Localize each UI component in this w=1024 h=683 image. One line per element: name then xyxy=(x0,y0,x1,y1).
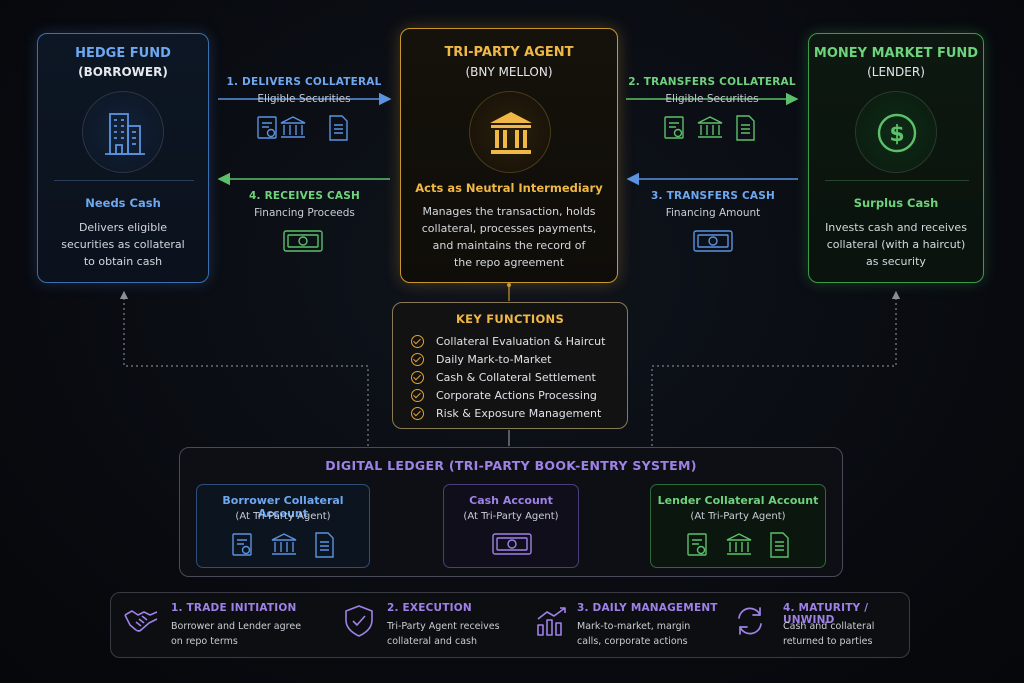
flow-2-label: 2. TRANSFERS COLLATERAL xyxy=(628,76,796,88)
key-function-item: Collateral Evaluation & Haircut xyxy=(411,333,605,349)
mmf-icon-circle: $ xyxy=(855,91,937,173)
tri-party-name: (BNY MELLON) xyxy=(465,65,553,79)
cash-account-icon xyxy=(491,531,533,561)
step-1-title: 1. TRADE INITIATION xyxy=(171,602,297,614)
borrower-account-sub: (At Tri-Party Agent) xyxy=(235,511,331,522)
lender-account-title: Lender Collateral Account xyxy=(657,494,819,507)
key-functions-title: KEY FUNCTIONS xyxy=(455,312,565,326)
certificate-icon xyxy=(687,533,707,556)
step-2-title: 2. EXECUTION xyxy=(387,602,472,614)
hedge-fund-icon-circle xyxy=(82,91,164,173)
bank-small-icon xyxy=(280,116,306,138)
bank-small-icon xyxy=(726,533,752,555)
tri-party-icon-circle xyxy=(469,91,551,173)
cash-account-sub: (At Tri-Party Agent) xyxy=(463,511,559,522)
mmf-need: Surplus Cash xyxy=(853,196,939,210)
check-icon xyxy=(411,370,424,384)
shield-icon xyxy=(343,604,375,642)
borrower-account-icons xyxy=(231,531,339,563)
chart-icon xyxy=(535,605,569,641)
cash-account: Cash Account (At Tri-Party Agent) xyxy=(443,484,579,568)
mmf-desc: Invests cash and receives collateral (wi… xyxy=(825,221,967,268)
dollar-icon: $ xyxy=(877,113,917,153)
key-functions-panel: KEY FUNCTIONS Collateral Evaluation & Ha… xyxy=(392,302,628,429)
borrower-account-title: Borrower Collateral Account xyxy=(222,494,344,520)
cash-icon-green xyxy=(282,228,324,258)
check-icon xyxy=(411,334,424,348)
step-4-title: 4. MATURITY / UNWIND xyxy=(783,602,869,626)
flow-2-icons xyxy=(663,114,759,146)
key-function-item: Risk & Exposure Management xyxy=(411,405,601,421)
dotted-link-lender xyxy=(651,290,901,446)
check-icon xyxy=(411,352,424,366)
step-3-title: 3. DAILY MANAGEMENT xyxy=(577,602,718,614)
hedge-fund-need: Needs Cash xyxy=(85,196,161,210)
bank-small-icon xyxy=(697,116,723,138)
tri-party-role: Acts as Neutral Intermediary xyxy=(415,181,603,195)
certificate-icon xyxy=(257,116,277,139)
digital-ledger-panel: DIGITAL LEDGER (TRI-PARTY BOOK-ENTRY SYS… xyxy=(179,447,843,577)
hedge-fund-title: HEDGE FUND xyxy=(75,46,171,61)
flow-1-label: 1. DELIVERS COLLATERAL xyxy=(226,76,382,88)
document-icon xyxy=(770,532,789,558)
tri-party-panel: TRI-PARTY AGENT (BNY MELLON) Acts as Neu… xyxy=(400,28,618,283)
lender-account-icons xyxy=(686,531,794,563)
key-function-item: Cash & Collateral Settlement xyxy=(411,369,596,385)
cash-account-title: Cash Account xyxy=(469,494,553,507)
flow-4-label: 4. RECEIVES CASH xyxy=(249,190,360,202)
flow-4-sub: Financing Proceeds xyxy=(254,207,355,219)
flow-3-label: 3. TRANSFERS CASH xyxy=(651,190,775,202)
tri-party-desc: Manages the transaction, holds collatera… xyxy=(421,205,597,269)
cash-icon-blue xyxy=(692,228,734,258)
hedge-fund-panel: HEDGE FUND (BORROWER) Needs Cash Deliver… xyxy=(37,33,209,283)
lender-collateral-account: Lender Collateral Account (At Tri-Party … xyxy=(650,484,826,568)
ledger-title: DIGITAL LEDGER (TRI-PARTY BOOK-ENTRY SYS… xyxy=(325,458,697,473)
key-function-item: Corporate Actions Processing xyxy=(411,387,597,403)
bank-icon xyxy=(490,112,532,154)
mmf-title: MONEY MARKET FUND xyxy=(813,46,979,61)
refresh-icon xyxy=(733,605,767,641)
certificate-icon xyxy=(664,116,684,139)
handshake-icon xyxy=(123,605,159,641)
lender-account-sub: (At Tri-Party Agent) xyxy=(690,511,786,522)
check-icon xyxy=(411,388,424,402)
money-market-fund-panel: MONEY MARKET FUND (LENDER) $ Surplus Cas… xyxy=(808,33,984,283)
bank-small-icon xyxy=(271,533,297,555)
flow-2-sub: Eligible Securities xyxy=(665,93,759,105)
tri-party-title: TRI-PARTY AGENT xyxy=(444,45,574,60)
building-icon xyxy=(105,113,145,155)
svg-text:$: $ xyxy=(889,122,904,147)
process-steps-panel: 1. TRADE INITIATION Borrower and Lender … xyxy=(110,592,910,658)
check-icon xyxy=(411,406,424,420)
document-icon xyxy=(315,532,334,558)
document-icon xyxy=(736,115,755,141)
hedge-fund-desc: Delivers eligible securities as collater… xyxy=(61,221,185,268)
certificate-icon xyxy=(232,533,252,556)
key-function-item: Daily Mark-to-Market xyxy=(411,351,551,367)
borrower-collateral-account: Borrower Collateral Account (At Tri-Part… xyxy=(196,484,370,568)
flow-3-sub: Financing Amount xyxy=(665,207,761,219)
flow-1-icons xyxy=(256,114,352,146)
flow-1-sub: Eligible Securities xyxy=(257,93,351,105)
dotted-link-borrower xyxy=(119,290,369,446)
mmf-role: (LENDER) xyxy=(867,65,925,79)
hedge-fund-role: (BORROWER) xyxy=(78,65,168,79)
document-icon xyxy=(329,115,348,141)
